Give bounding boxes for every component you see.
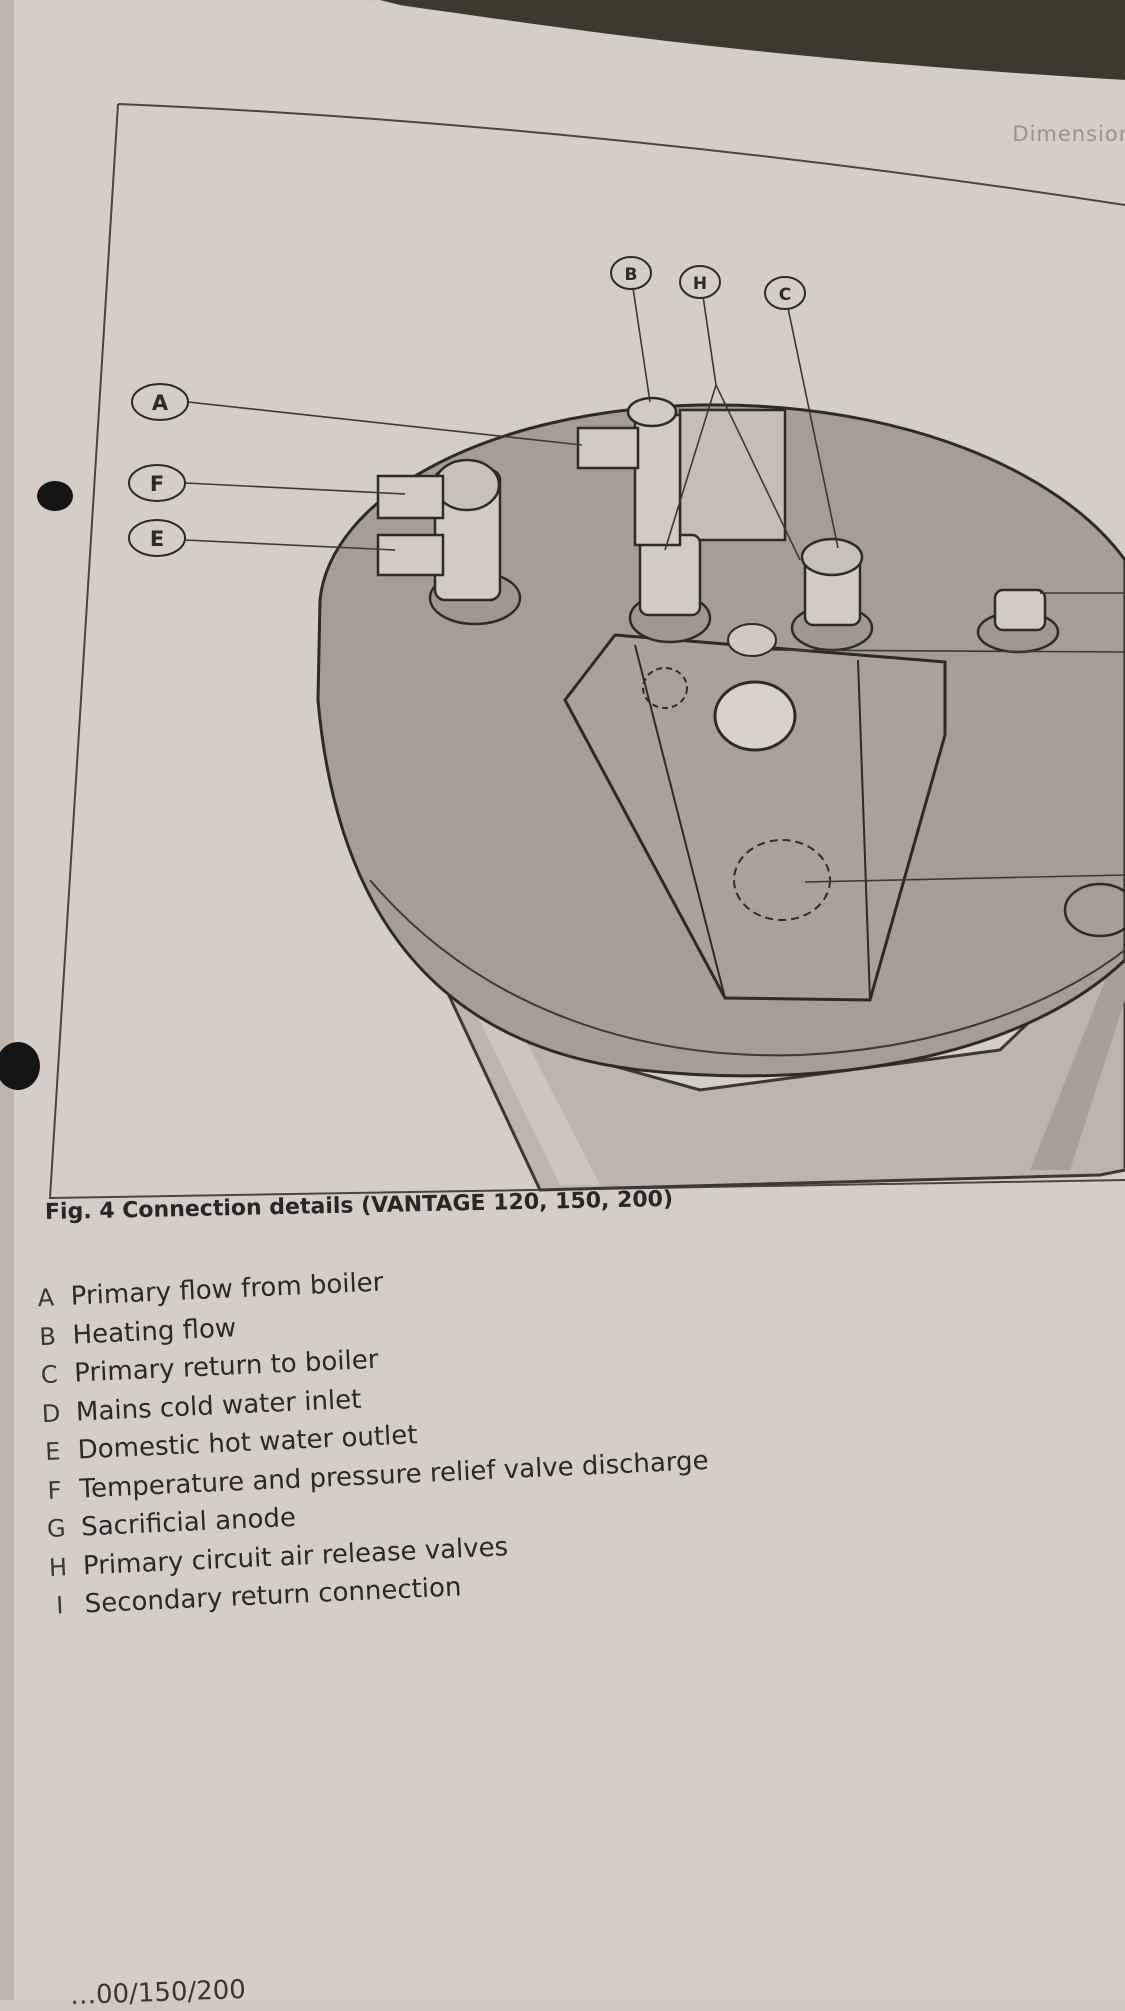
svg-text:A: A <box>152 391 169 415</box>
anode-position <box>642 667 688 709</box>
plate-port <box>713 680 797 752</box>
legend-key: H <box>48 1552 68 1582</box>
page-footer: …00/150/200 <box>69 1974 247 2011</box>
legend-key: E <box>44 1437 62 1467</box>
legend-key: F <box>47 1476 63 1505</box>
callout-a: A <box>131 383 189 421</box>
svg-text:B: B <box>625 265 638 285</box>
background-top <box>380 0 1125 80</box>
page-edge-shadow <box>0 0 14 2000</box>
callout-h: H <box>679 265 721 299</box>
section-header: Dimensions <box>1012 122 1125 146</box>
legend-key: D <box>41 1399 61 1428</box>
legend-key: I <box>55 1591 64 1620</box>
binder-hole-bottom <box>0 1042 40 1090</box>
cylinder-edge-right <box>1030 930 1125 1170</box>
legend-key: C <box>40 1360 59 1390</box>
fitting-c <box>790 537 874 652</box>
leader-lines <box>184 287 1125 883</box>
cylinder-highlight <box>460 980 600 1185</box>
legend-key: B <box>38 1322 57 1351</box>
legend-key: A <box>37 1283 55 1313</box>
plate-fold-left <box>634 644 726 999</box>
legend-key: G <box>46 1514 67 1544</box>
callout-c: C <box>764 276 806 310</box>
figure-frame <box>48 103 1125 1200</box>
svg-text:C: C <box>779 285 791 305</box>
secondary-return-position <box>733 839 831 921</box>
fitting-ef-valve <box>376 458 522 626</box>
svg-text:F: F <box>150 472 164 496</box>
svg-text:H: H <box>693 274 707 294</box>
callout-b: B <box>610 256 652 290</box>
callout-e: E <box>128 519 186 557</box>
small-fitting <box>727 623 777 657</box>
binder-hole-top <box>37 481 73 511</box>
plate-fold-right <box>857 659 871 1001</box>
top-rim <box>369 879 1125 1057</box>
svg-text:E: E <box>150 527 164 551</box>
callout-f: F <box>128 464 186 502</box>
